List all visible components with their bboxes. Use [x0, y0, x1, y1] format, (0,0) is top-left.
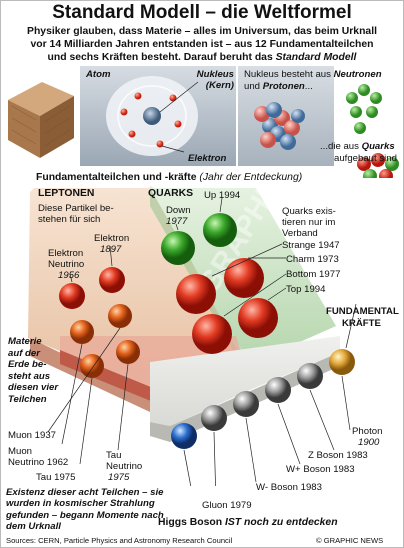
existence-line-1: Existenz dieser acht Teilchen – sie — [6, 487, 164, 498]
z-boson-label: Z Boson 1983 — [308, 450, 368, 461]
materie-note: Materie auf der Erde be- steht aus diese… — [8, 336, 58, 406]
quark-text-quarks: Quarks — [361, 141, 395, 152]
photon-particle — [329, 349, 355, 375]
gluon-label: Gluon 1979 — [202, 500, 252, 511]
nucleus-text-line-1: Nukleus besteht aus Neutronen — [244, 69, 382, 80]
w-plus-boson-particle — [265, 377, 291, 403]
electron-neutrino-particle — [59, 283, 85, 309]
nucleus-text-2a: und — [244, 81, 263, 92]
tau-label: Tau 1975 — [36, 472, 76, 483]
electron-label-lepton: Elektron — [94, 233, 130, 244]
quarks-verband-3: Verband — [282, 228, 318, 239]
top-quark — [238, 298, 278, 338]
higgs-note: Higgs Boson IST noch zu entdecken — [158, 517, 338, 528]
muon-particle — [108, 304, 132, 328]
leptons-desc-2: stehen für sich — [38, 214, 101, 225]
charm-quark — [224, 258, 264, 298]
leptons-title: LEPTONEN — [38, 188, 95, 199]
up-quark — [203, 213, 237, 247]
quark-text-line-1: ...die aus Quarks — [320, 141, 395, 152]
electron-label: Elektron — [188, 153, 227, 164]
electron-particle — [99, 267, 125, 293]
existence-line-4: dem Urknall — [6, 521, 61, 533]
materie-line-4: steht aus — [8, 370, 51, 382]
intro-line-1: Physiker glauben, dass Materie – alles i… — [27, 26, 377, 37]
tau-neutrino-label-1: Tau — [106, 450, 122, 461]
nucleus-text-1a: Nukleus besteht aus — [244, 69, 334, 80]
leptons-desc-1: Diese Partikel be- — [38, 203, 114, 214]
atom-diagram — [106, 76, 199, 156]
higgs-note-b: IST noch zu entdecken — [224, 517, 338, 528]
electron-neutrino-label-2: Neutrino — [48, 259, 85, 270]
tau-neutrino-year: 1975 — [108, 472, 130, 483]
electron-neutrino-year: 1956 — [58, 270, 80, 281]
existence-line-3: gefunden – begann Momente nach — [6, 509, 164, 521]
electron-neutrino-label-1: Elektron — [48, 248, 84, 259]
existence-note: Existenz dieser acht Teilchen – sie wurd… — [6, 487, 204, 533]
materie-line-1: Materie — [8, 336, 42, 347]
tau-neutrino-particle — [80, 354, 104, 378]
z-boson-particle — [297, 363, 323, 389]
quark-text-line-2: aufgebaut sind — [334, 153, 397, 164]
nucleus-label-sub: (Kern) — [205, 80, 234, 91]
w-minus-boson-label: W- Boson 1983 — [256, 482, 322, 493]
nucleus-diagram — [254, 84, 399, 178]
intro-line-3b: Standard Modell — [275, 52, 357, 63]
sources-line: Sources: CERN, Particle Physics and Astr… — [6, 536, 233, 545]
bottom-label: Bottom 1977 — [286, 269, 341, 280]
tau-particle — [116, 340, 140, 364]
up-label: Up 1994 — [204, 190, 241, 201]
down-label: Down — [166, 205, 191, 216]
muon-neutrino-label-2: Neutrino 1962 — [8, 457, 69, 468]
w-plus-boson-label: W+ Boson 1983 — [286, 464, 355, 475]
credit-line: © GRAPHIC NEWS — [316, 536, 384, 545]
higgs-boson-particle — [171, 423, 197, 449]
nucleus-text-protonen: Protonen — [262, 81, 305, 92]
quarks-verband-1: Quarks exis- — [282, 206, 336, 217]
quarks-title: QUARKS — [148, 188, 194, 199]
materie-line-5: diesen vier — [8, 382, 59, 394]
down-quark — [161, 231, 195, 265]
atom-label: Atom — [86, 69, 111, 80]
section-heading-main: Fundamentalteilchen und -kräfte — [36, 172, 197, 183]
section-heading-sub: (Jahr der Entdeckung) — [196, 172, 303, 183]
muon-label: Muon 1937 — [8, 430, 57, 441]
strange-quark — [176, 274, 216, 314]
intro-text: Physiker glauben, dass Materie – alles i… — [6, 25, 398, 64]
w-minus-boson-particle — [233, 391, 259, 417]
intro-line-2: vor 14 Milliarden Jahren entstanden ist … — [30, 39, 374, 50]
photon-label: Photon — [352, 426, 383, 437]
intro-line-3a: und sechs Kräften besteht. Darauf beruht… — [47, 52, 276, 63]
quarks-verband-2: tieren nur im — [282, 217, 336, 228]
forces-title-1: FUNDAMENTAL — [326, 306, 399, 317]
particles — [47, 197, 357, 486]
materie-line-3: Erde be- — [8, 359, 47, 371]
page-title: Standard Modell – die Weltformel — [52, 2, 352, 23]
nucleus-text-neutronen: Neutronen — [333, 69, 382, 80]
section-heading: Fundamentalteilchen und -kräfte (Jahr de… — [36, 172, 302, 183]
nucleus-text-line-2: und Protonen... — [244, 81, 313, 92]
bottom-quark — [192, 314, 232, 354]
higgs-note-a: Higgs Boson — [158, 517, 225, 528]
gluon-particle — [201, 405, 227, 431]
top-label: Top 1994 — [286, 284, 326, 295]
photon-year: 1900 — [358, 437, 380, 448]
muon-neutrino-particle — [70, 320, 94, 344]
materie-line-6: Teilchen — [8, 393, 47, 405]
matter-cube-illustration — [8, 82, 74, 158]
materie-line-2: auf der — [8, 347, 40, 359]
muon-neutrino-label-1: Muon — [8, 446, 32, 457]
down-year: 1977 — [166, 216, 188, 227]
nucleus-label: Nukleus — [196, 69, 234, 80]
forces-title-2: KRÄFTE — [342, 318, 381, 329]
tau-neutrino-label-2: Neutrino — [106, 461, 143, 472]
electron-year: 1897 — [100, 244, 122, 255]
strange-label: Strange 1947 — [282, 240, 340, 251]
intro-line-3: und sechs Kräften besteht. Darauf beruht… — [6, 51, 398, 64]
existence-line-2: wurden in kosmischer Strahlung — [6, 498, 155, 510]
charm-label: Charm 1973 — [286, 254, 339, 265]
quark-text-1a: ...die aus — [320, 141, 362, 152]
nucleus-text-2c: ... — [304, 81, 313, 92]
